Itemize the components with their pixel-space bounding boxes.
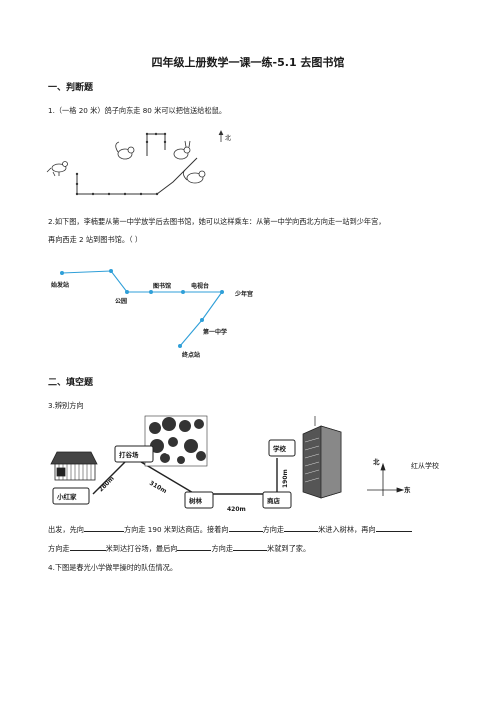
page-title: 四年级上册数学一课一练-5.1 去图书馆 bbox=[151, 56, 345, 69]
north-arrow-icon bbox=[218, 130, 224, 142]
rabbit-icon bbox=[173, 140, 191, 160]
distance-shop-school: 190m bbox=[282, 469, 289, 488]
bus-stop-dots bbox=[60, 269, 224, 348]
grain-label-box bbox=[114, 445, 154, 463]
squirrel-icon bbox=[115, 141, 135, 160]
animal-icon bbox=[183, 169, 206, 184]
station-tv-tower: 电视台 bbox=[191, 282, 209, 290]
place-school: 学校 bbox=[273, 444, 287, 453]
compass-east-label: 东 bbox=[404, 485, 411, 494]
station-terminal: 终点站 bbox=[181, 351, 200, 359]
place-forest: 树林 bbox=[189, 496, 203, 505]
place-home: 小红家 bbox=[56, 492, 77, 501]
shop-label-box bbox=[262, 491, 292, 509]
station-start: 始发站 bbox=[51, 281, 69, 289]
question-3-text-line1: 出发，先向方向走 190 米到达商店。接着向方向走米进入树林，再向 bbox=[48, 522, 453, 537]
q2-bus-route-map: 始发站 公园 图书馆 电视台 少年宫 第一中学 终点站 bbox=[51, 269, 253, 359]
section-heading-fill-blank: 二、填空题 bbox=[48, 378, 94, 388]
compass-icon bbox=[367, 462, 405, 496]
place-grain-field: 打谷场 bbox=[119, 450, 139, 459]
school-label-box bbox=[268, 439, 296, 457]
q1-route-line bbox=[76, 133, 198, 195]
q3-direction-map: 小红家 打谷场 树林 商店 学校 280m 310m 420m 190m 北 东… bbox=[50, 415, 439, 513]
house-icon bbox=[50, 451, 98, 481]
forest-label-box bbox=[184, 491, 214, 509]
school-building-icon bbox=[302, 416, 342, 499]
question-4-text: 4.下图是春光小学做早操时的队伍情况。 bbox=[48, 563, 178, 572]
question-2-text-line2: 再向西走 2 站到图书馆。（ ） bbox=[48, 235, 143, 244]
q1-grid-path-figure: 北 bbox=[46, 130, 231, 196]
station-middle-school: 第一中学 bbox=[202, 328, 227, 336]
section-heading-judgement: 一、判断题 bbox=[48, 83, 94, 93]
question-3-heading: 3.辨别方向 bbox=[48, 401, 84, 410]
compass-north-label: 北 bbox=[373, 457, 380, 466]
place-shop: 商店 bbox=[267, 496, 281, 505]
distance-forest-shop: 420m bbox=[227, 506, 246, 513]
pigeon-icon bbox=[46, 161, 68, 177]
station-park: 公园 bbox=[115, 297, 127, 305]
question-2-text-line1: 2.如下图，李楠要从第一中学放学后去图书馆，她可以这样乘车：从第一中学向西北方向… bbox=[48, 217, 386, 226]
bus-route-line bbox=[61, 270, 224, 347]
distance-grain-forest: 310m bbox=[148, 480, 168, 495]
home-label-box bbox=[52, 487, 90, 505]
question-1-text: 1.（一格 20 米）鸽子向东走 80 米可以把信送给松鼠。 bbox=[48, 106, 227, 115]
station-library: 图书馆 bbox=[153, 282, 171, 290]
north-label: 北 bbox=[225, 134, 231, 142]
station-youth-palace: 少年宫 bbox=[234, 290, 253, 298]
forest-icon bbox=[144, 415, 208, 467]
question-3-side-text: 红从学校 bbox=[411, 461, 439, 470]
question-3-text-line2: 方向走米到达打谷场，最后向方向走米就到了家。 bbox=[48, 544, 311, 553]
q1-route-dots bbox=[75, 132, 167, 196]
distance-home-grain: 280m bbox=[97, 475, 115, 493]
